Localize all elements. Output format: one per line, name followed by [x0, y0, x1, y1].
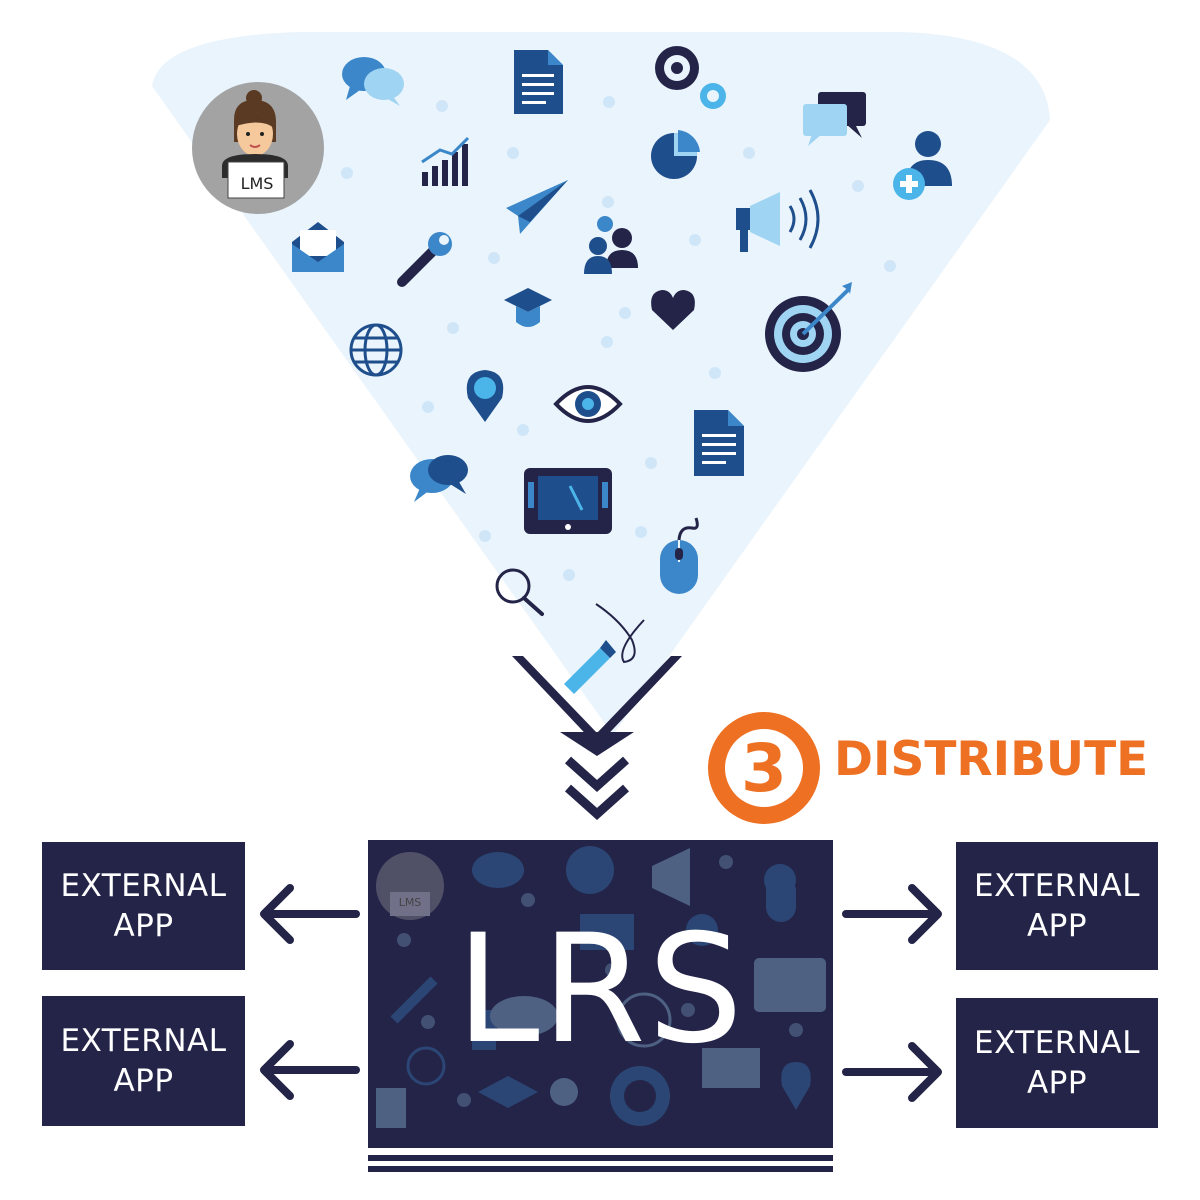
tablet-icon-faded	[754, 958, 826, 1012]
funnel-cone	[152, 32, 1050, 735]
megaphone-icon-faded	[652, 848, 690, 906]
avatar-faded	[376, 852, 444, 920]
lrs-avatar-label: LMS	[398, 896, 422, 909]
external-app-line1: EXTERNAL	[973, 1025, 1140, 1061]
graduation-cap-icon-faded	[478, 1076, 538, 1108]
search-icon	[495, 568, 544, 616]
wrench-icon-faded	[390, 976, 438, 1024]
pie-chart-icon-faded	[566, 846, 614, 894]
envelope-icon	[292, 222, 344, 272]
heart-icon	[651, 290, 695, 330]
arrow-left-icon	[260, 1040, 360, 1100]
group-icon	[584, 216, 638, 274]
decorative-dots	[341, 96, 896, 581]
step-number: 3	[725, 729, 803, 807]
group-icon-faded	[550, 1078, 578, 1106]
external-app-box-top-left: EXTERNAL APP	[42, 842, 245, 970]
external-app-line1: EXTERNAL	[60, 1023, 227, 1059]
arrows	[260, 884, 942, 1102]
arrow-right-icon	[842, 1042, 942, 1102]
bar-chart-icon-faded	[472, 1010, 496, 1050]
document-icon-2	[694, 410, 744, 476]
external-app-box-top-right: EXTERNAL APP	[956, 842, 1158, 970]
search-icon-faded	[406, 1046, 446, 1086]
avatar-label: LMS	[240, 174, 274, 193]
step-badge: 3	[708, 712, 820, 824]
pie-chart-icon	[651, 130, 700, 179]
location-pin-icon-faded	[781, 1062, 811, 1110]
wrench-icon	[397, 232, 452, 287]
chat-icon-2	[410, 455, 468, 502]
document-icon	[514, 50, 563, 114]
lrs-label: LRS	[455, 903, 745, 1077]
lms-avatar: LMS	[192, 82, 324, 214]
eye-icon	[553, 385, 623, 423]
funnel-spout	[512, 656, 682, 756]
globe-icon	[349, 323, 403, 377]
target-icon	[765, 282, 852, 372]
graduation-cap-icon	[504, 288, 552, 327]
chat-icon	[342, 57, 404, 106]
external-app-line2: APP	[113, 908, 174, 944]
target-icon-faded	[610, 1066, 670, 1126]
lrs-background-icons	[376, 846, 826, 1128]
step-title: DISTRIBUTE	[834, 732, 1149, 787]
lrs-panel: LMS LRS	[368, 840, 833, 1140]
lrs-base	[368, 1140, 833, 1172]
bar-chart-icon	[421, 136, 470, 186]
envelope-icon-faded	[580, 914, 634, 950]
external-app-line2: APP	[1026, 908, 1088, 944]
arrow-right-icon	[842, 884, 942, 944]
pen-icon	[564, 603, 645, 694]
message-icon-faded	[702, 1048, 760, 1088]
arrow-left-icon	[260, 884, 360, 944]
person-icon-faded	[764, 864, 796, 896]
person-add-icon	[893, 131, 952, 200]
eye-icon-faded	[490, 996, 558, 1036]
tablet-icon	[524, 468, 612, 534]
heart-icon-faded	[686, 914, 718, 946]
external-app-box-bottom-left: EXTERNAL APP	[42, 996, 245, 1126]
mouse-icon	[660, 517, 699, 594]
megaphone-icon	[736, 189, 820, 252]
gear-icon	[655, 46, 726, 109]
document-icon-faded	[376, 1088, 406, 1128]
avatar	[192, 82, 324, 214]
chevron-down-icon	[564, 756, 630, 821]
external-app-line1: EXTERNAL	[60, 868, 227, 904]
external-app-box-bottom-right: EXTERNAL APP	[956, 998, 1158, 1128]
chat-icon-faded	[472, 852, 524, 888]
external-app-line1: EXTERNAL	[973, 868, 1140, 904]
paper-plane-icon	[506, 180, 568, 234]
location-pin-icon	[466, 370, 504, 422]
external-app-line2: APP	[113, 1063, 174, 1099]
mouse-icon-faded	[766, 876, 796, 922]
external-app-line2: APP	[1026, 1065, 1088, 1101]
message-icon	[803, 92, 866, 146]
globe-icon-faded	[616, 992, 672, 1048]
